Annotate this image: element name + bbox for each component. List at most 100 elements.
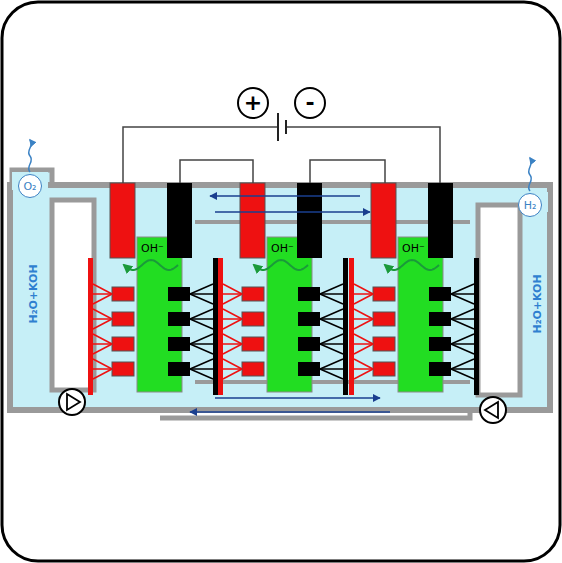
cathode-fan <box>190 369 213 379</box>
anode-plate <box>373 362 395 376</box>
anode-fan <box>223 318 242 320</box>
anode-plate <box>242 287 264 301</box>
cathode-collector <box>343 258 348 395</box>
node-text: OH⁻ <box>141 242 164 255</box>
anode-plate <box>112 287 134 301</box>
cathode-terminal <box>297 183 322 258</box>
membrane-label: OH⁻ <box>138 237 167 257</box>
wires <box>123 113 440 183</box>
cathode-plate <box>429 287 451 301</box>
cathode-plate <box>429 362 451 376</box>
cathode-fan <box>190 359 213 369</box>
flow-arrow <box>210 195 360 196</box>
pumps <box>59 389 506 423</box>
cathode-plate <box>168 362 190 376</box>
cathode-fan <box>451 334 474 344</box>
wire <box>310 160 385 183</box>
cathode-terminal <box>167 183 192 258</box>
cathode-plate <box>168 312 190 326</box>
anode-fan <box>93 359 112 369</box>
anode-fan <box>354 369 373 379</box>
lower-channel-wall <box>160 410 470 418</box>
return-pipe-right <box>478 205 520 395</box>
node-text: OH⁻ <box>271 242 294 255</box>
anode-fan <box>93 368 112 370</box>
membrane-label: OH⁻ <box>268 237 297 257</box>
ion-flow-arrow <box>254 260 308 270</box>
anode-plate <box>373 312 395 326</box>
anode-plate <box>112 362 134 376</box>
cathode-fan <box>451 343 474 345</box>
cathode-fan <box>451 368 474 370</box>
anode-fan <box>223 343 242 345</box>
cell <box>218 183 348 395</box>
pump-symbol <box>67 394 80 410</box>
cathode-collector <box>213 258 218 395</box>
electrolyte-label-text: H₂O+KOH <box>27 264 40 323</box>
cathode-plate <box>168 287 190 301</box>
anode-fan <box>354 368 373 370</box>
flow-arrow <box>215 211 370 212</box>
cathode-fan <box>320 319 343 329</box>
anode-terminal <box>110 183 135 258</box>
anode-fan <box>93 284 112 294</box>
cathode-fan <box>320 318 343 320</box>
cathode-fan <box>320 369 343 379</box>
anode-plate <box>112 312 134 326</box>
cathode-fan <box>451 309 474 319</box>
anode-fan <box>93 309 112 319</box>
cathode-fan <box>320 344 343 354</box>
wire <box>287 127 440 183</box>
anode-fan <box>93 343 112 345</box>
cathode-terminal <box>428 183 453 258</box>
anode-fan <box>354 318 373 320</box>
electrolyte-label: H₂O+KOH <box>526 273 545 333</box>
cathode-fan <box>320 368 343 370</box>
anode-fan <box>223 309 242 319</box>
anode-fan <box>354 293 373 295</box>
gas-release-arrow <box>529 158 532 191</box>
anode-plate <box>242 312 264 326</box>
anode-fan <box>223 368 242 370</box>
cell <box>349 183 479 395</box>
ion-flow-arrow <box>385 260 439 270</box>
cathode-plate <box>429 312 451 326</box>
anode-fan <box>223 293 242 295</box>
anode-collector <box>88 258 93 395</box>
electrolyte-label: H₂O+KOH <box>22 263 41 323</box>
cathode-fan <box>451 284 474 294</box>
cathode-plate <box>298 362 320 376</box>
cathode-fan <box>320 284 343 294</box>
ion-flow-arrow <box>124 260 178 270</box>
flow-arrow <box>190 411 390 412</box>
anode-fan <box>223 369 242 379</box>
battery-plate <box>285 120 287 134</box>
cathode-fan <box>320 294 343 304</box>
cathode-plate <box>298 337 320 351</box>
cathode-fan <box>190 368 213 370</box>
anode-fan <box>223 284 242 294</box>
anode-fan <box>354 344 373 354</box>
cathode-fan <box>190 318 213 320</box>
pump-symbol <box>59 389 85 415</box>
anode-fan <box>354 319 373 329</box>
cathode-fan <box>190 284 213 294</box>
anode-fan <box>354 334 373 344</box>
cells <box>88 183 479 395</box>
node-text: H₂ <box>524 200 537 211</box>
anode-fan <box>93 318 112 320</box>
node-text: O₂ <box>23 181 36 192</box>
node-text: OH⁻ <box>402 242 425 255</box>
anode-fan <box>223 344 242 354</box>
cathode-fan <box>320 293 343 295</box>
cathode-fan <box>320 309 343 319</box>
cathode-fan <box>451 344 474 354</box>
cathode-plate <box>298 312 320 326</box>
electrolyte-housing <box>10 185 550 410</box>
anode-plate <box>242 337 264 351</box>
anode-fan <box>354 284 373 294</box>
gas-release-arrow <box>29 140 32 172</box>
